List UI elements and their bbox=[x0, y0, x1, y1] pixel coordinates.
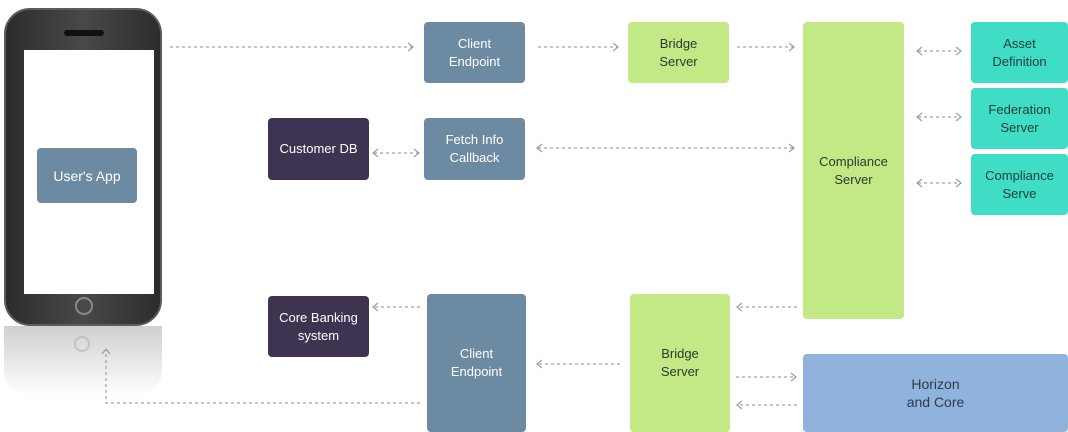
horizon-and-core-node: Horizon and Core bbox=[803, 354, 1068, 432]
arrowhead bbox=[735, 400, 743, 410]
client-endpoint-top-node: Client Endpoint bbox=[424, 22, 525, 83]
arrowhead bbox=[535, 143, 543, 153]
arrowhead bbox=[788, 42, 796, 52]
arrowhead bbox=[612, 42, 620, 52]
arrowhead bbox=[535, 359, 543, 369]
phone-reflection-home-button bbox=[74, 336, 90, 352]
fetch-info-callback-node: Fetch Info Callback bbox=[424, 118, 525, 180]
customer-db-node: Customer DB bbox=[268, 118, 369, 180]
arrowhead bbox=[955, 178, 963, 188]
client-endpoint-bottom-node: Client Endpoint bbox=[427, 294, 526, 432]
phone-speaker bbox=[64, 30, 104, 36]
arrowhead bbox=[955, 46, 963, 56]
arrowhead bbox=[371, 148, 379, 158]
arrowhead bbox=[915, 46, 923, 56]
arrow-client-endpoint-to-phone bbox=[105, 350, 420, 404]
compliance-serve-node: Compliance Serve bbox=[971, 154, 1068, 215]
arrowhead bbox=[413, 148, 421, 158]
compliance-server-node: Compliance Server bbox=[803, 22, 904, 319]
arrowhead bbox=[101, 347, 111, 355]
asset-definition-node: Asset Definition bbox=[971, 22, 1068, 83]
users-app-node: User's App bbox=[37, 148, 137, 203]
bridge-server-top-node: Bridge Server bbox=[628, 22, 729, 83]
phone-home-button bbox=[75, 297, 93, 315]
arrowhead bbox=[955, 112, 963, 122]
bridge-server-bottom-node: Bridge Server bbox=[630, 294, 730, 432]
arrowhead bbox=[790, 372, 798, 382]
arrowhead bbox=[407, 42, 415, 52]
federation-server-node: Federation Server bbox=[971, 88, 1068, 149]
arrowhead bbox=[735, 302, 743, 312]
arrowhead bbox=[915, 178, 923, 188]
core-banking-system-node: Core Banking system bbox=[268, 296, 369, 357]
arrowhead bbox=[788, 143, 796, 153]
arrowhead bbox=[371, 302, 379, 312]
arrowhead bbox=[915, 112, 923, 122]
